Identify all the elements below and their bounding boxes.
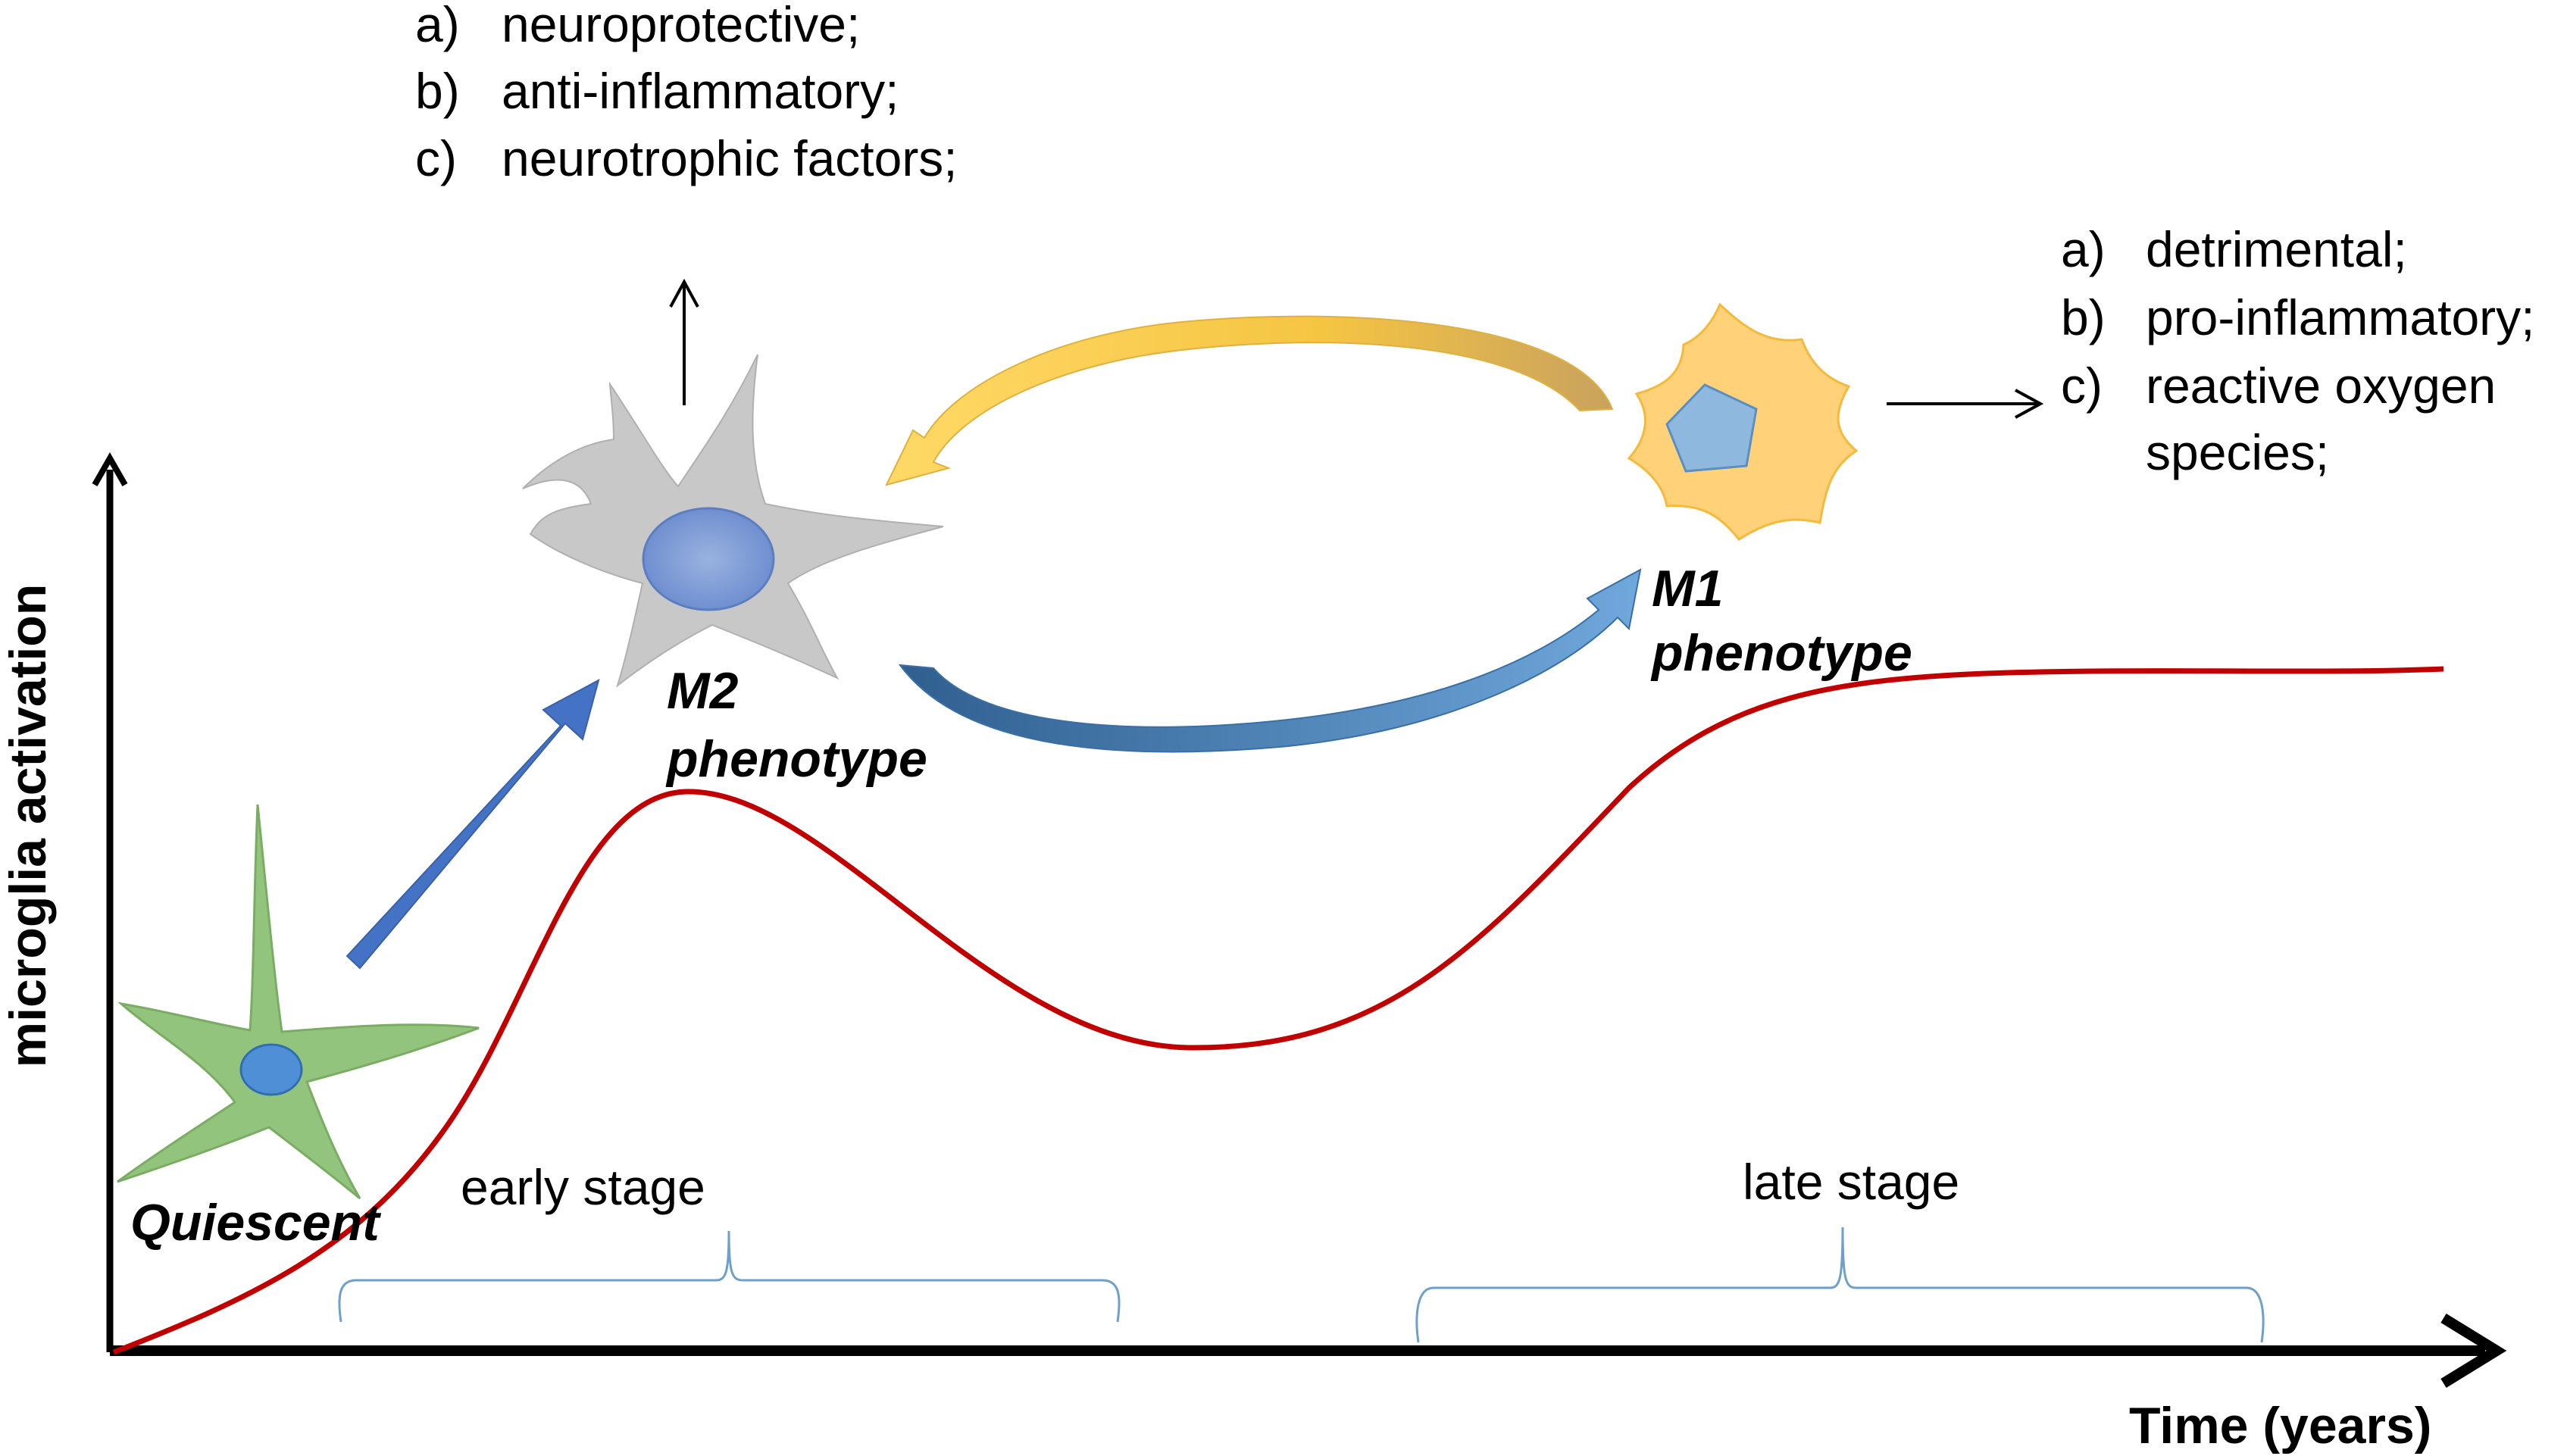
y-axis (92, 451, 128, 1352)
m1-label-line2: phenotype (1650, 624, 1912, 682)
y-axis-title: microglia activation (0, 584, 57, 1068)
m1-cell (1627, 302, 1859, 541)
m2-effect-text: neuroprotective; (502, 0, 860, 52)
m2-effect-text: neurotrophic factors; (502, 130, 958, 186)
m2-effects-list: a) neuroprotective; b) anti-inflammatory… (415, 0, 958, 186)
m1-effect-text: detrimental; (2146, 221, 2407, 277)
m2-effect-marker: b) (415, 63, 460, 119)
late-stage-brace (1415, 1226, 2265, 1343)
m2-effect-marker: a) (415, 0, 460, 52)
m2-to-m1-arrow (898, 568, 1642, 753)
m2-effects-arrow (669, 278, 699, 405)
m2-cell (522, 354, 944, 688)
m1-effect-text: reactive oxygen (2146, 358, 2496, 414)
m1-effects-list: a) detrimental; b) pro-inflammatory; c) … (2061, 221, 2534, 480)
m1-effect-marker: c) (2061, 358, 2103, 414)
m2-nucleus (642, 507, 775, 611)
early-stage-label: early stage (461, 1159, 705, 1215)
m1-to-m2-arrow (885, 315, 1614, 486)
late-stage-label: late stage (1743, 1154, 1959, 1210)
m1-effect-marker: b) (2061, 289, 2106, 345)
quiescent-to-m2-arrow (345, 679, 600, 970)
x-axis (110, 1314, 2507, 1388)
quiescent-cell (117, 804, 480, 1200)
m2-effect-marker: c) (415, 130, 457, 186)
m2-label-line2: phenotype (665, 730, 927, 788)
quiescent-cell-body (117, 804, 480, 1200)
m2-effect-text: anti-inflammatory; (502, 63, 899, 119)
m1-effect-marker: a) (2061, 221, 2106, 277)
m2-label-line1: M2 (667, 662, 739, 720)
m1-effects-arrow (1887, 389, 2044, 419)
m1-effect-text: species; (2146, 424, 2329, 480)
m1-effect-text: pro-inflammatory; (2146, 289, 2534, 345)
quiescent-label: Quiescent (130, 1194, 381, 1251)
activation-curve (112, 666, 2444, 1355)
quiescent-nucleus (239, 1043, 303, 1096)
x-axis-title: Time (years) (2129, 1397, 2431, 1454)
m1-nucleus (1665, 383, 1758, 473)
early-stage-brace (338, 1230, 1121, 1323)
m1-label-line1: M1 (1652, 560, 1723, 617)
